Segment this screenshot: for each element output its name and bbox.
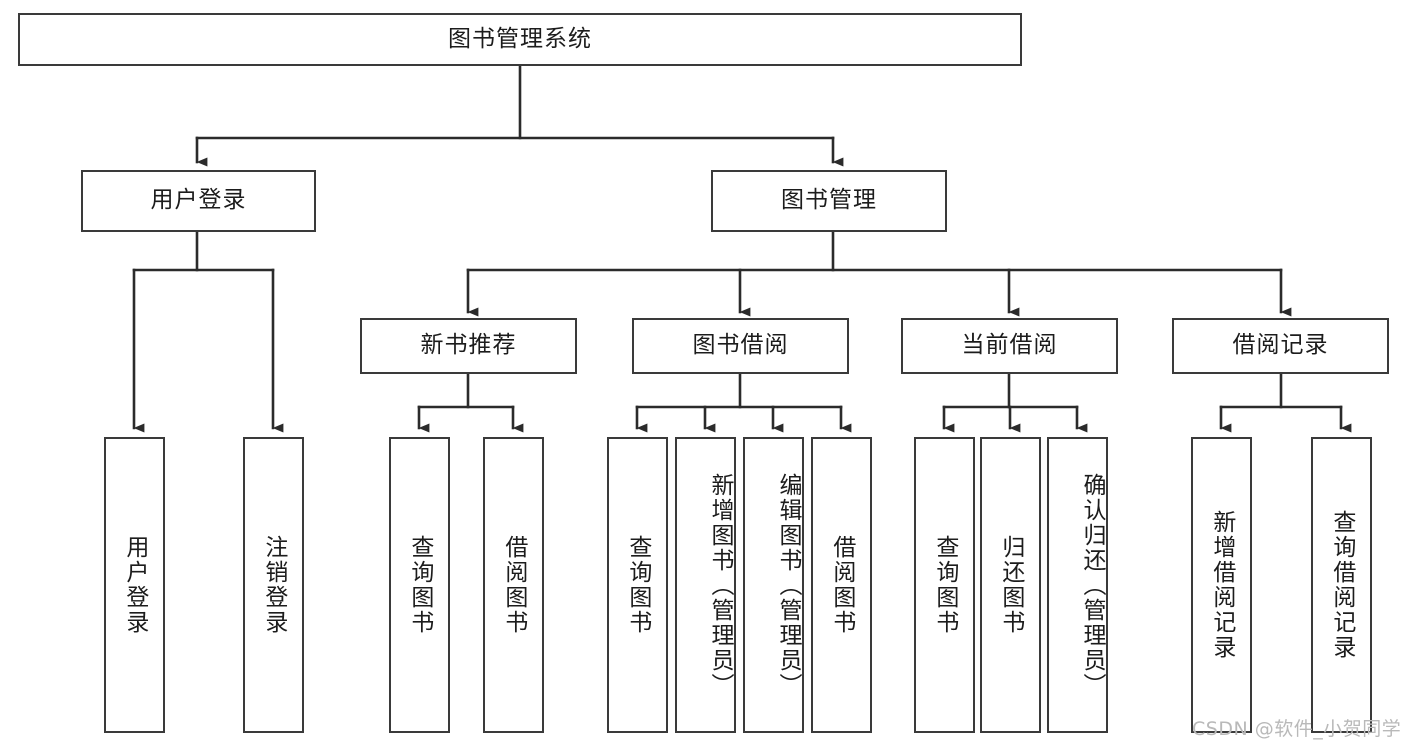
- node-leaf-confirm-return-admin[interactable]: 确认归还（管理员）: [1047, 437, 1108, 733]
- node-leaf-edit-book-admin[interactable]: 编辑图书（管理员）: [743, 437, 804, 733]
- node-leaf-borrow-book-1[interactable]: 借阅图书: [483, 437, 544, 733]
- node-new-book-recommend[interactable]: 新书推荐: [360, 318, 577, 374]
- node-leaf-query-book-2[interactable]: 查询图书: [607, 437, 668, 733]
- node-current-borrow[interactable]: 当前借阅: [901, 318, 1118, 374]
- csdn-watermark: CSDN @软件_小贺同学: [1192, 718, 1402, 740]
- node-leaf-query-book-1[interactable]: 查询图书: [389, 437, 450, 733]
- node-root-system[interactable]: 图书管理系统: [18, 13, 1022, 66]
- node-leaf-return-book[interactable]: 归还图书: [980, 437, 1041, 733]
- node-leaf-query-borrow-record[interactable]: 查询借阅记录: [1311, 437, 1372, 733]
- node-book-management[interactable]: 图书管理: [711, 170, 947, 232]
- node-leaf-query-book-3[interactable]: 查询图书: [914, 437, 975, 733]
- node-user-login[interactable]: 用户登录: [81, 170, 316, 232]
- node-leaf-add-borrow-record[interactable]: 新增借阅记录: [1191, 437, 1252, 733]
- node-leaf-borrow-book-2[interactable]: 借阅图书: [811, 437, 872, 733]
- node-book-borrow[interactable]: 图书借阅: [632, 318, 849, 374]
- node-leaf-add-book-admin[interactable]: 新增图书（管理员）: [675, 437, 736, 733]
- node-borrow-record[interactable]: 借阅记录: [1172, 318, 1389, 374]
- node-leaf-user-login[interactable]: 用户登录: [104, 437, 165, 733]
- node-leaf-user-logout[interactable]: 注销登录: [243, 437, 304, 733]
